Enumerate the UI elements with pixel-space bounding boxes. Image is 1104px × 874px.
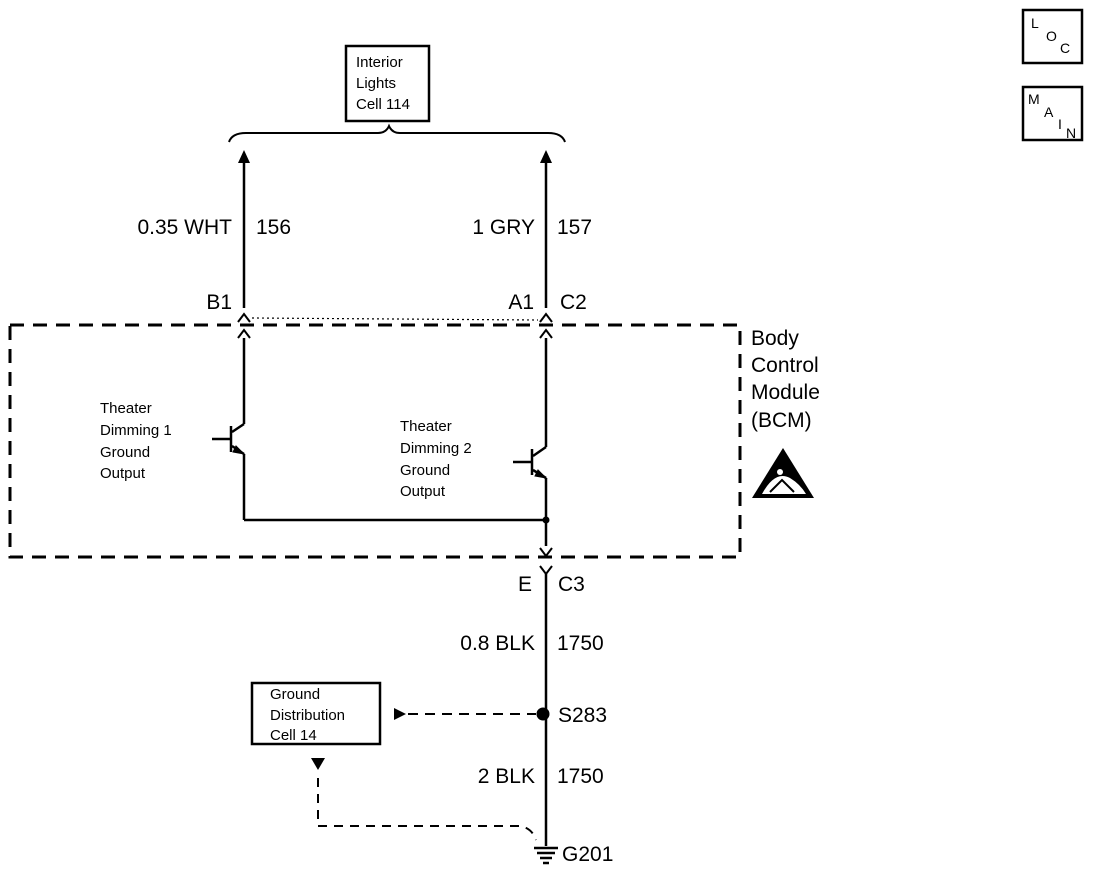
wire-1750b-circuit: 1750 <box>557 765 604 788</box>
bcm-label-line4: (BCM) <box>751 409 812 432</box>
main-letter-m: M <box>1028 91 1040 107</box>
main-letter-a: A <box>1044 104 1054 120</box>
interior-lights-line1: Interior <box>356 54 403 71</box>
t2-label-line3: Ground <box>400 462 450 479</box>
wire-157-circuit: 157 <box>557 216 592 239</box>
arrow-up-icon <box>238 150 250 163</box>
destination-bracket <box>228 123 566 143</box>
t1-label-line3: Ground <box>100 444 150 461</box>
ground-box-line1: Ground <box>270 686 320 703</box>
splice-label: S283 <box>558 704 607 727</box>
transistor-2 <box>513 449 548 479</box>
arrow-right-icon <box>394 708 406 720</box>
loc-letter-c: C <box>1060 40 1070 56</box>
t1-label-line4: Output <box>100 465 146 482</box>
wire-156 <box>238 150 250 308</box>
ground-reference-line <box>317 778 537 841</box>
pin-a1: A1 <box>508 291 534 314</box>
internal-circuit <box>231 338 548 546</box>
wire-1750-gauge: 0.8 BLK <box>460 632 535 655</box>
bcm-boundary <box>8 323 742 559</box>
connector-link <box>251 317 539 321</box>
t2-label-line1: Theater <box>400 418 452 435</box>
wire-1750-circuit: 1750 <box>557 632 604 655</box>
transistor-1 <box>212 426 246 455</box>
ground-label: G201 <box>562 843 613 866</box>
ground-box-line3: Cell 14 <box>270 727 317 744</box>
loc-button[interactable]: L O C <box>1021 8 1084 65</box>
connector-symbol-b1 <box>237 312 251 339</box>
splice-dot <box>536 707 550 721</box>
pin-e: E <box>518 573 532 596</box>
t2-label-line4: Output <box>400 483 446 500</box>
wire-156-circuit: 156 <box>256 216 291 239</box>
connector-symbol-a1 <box>539 312 553 339</box>
loc-letter-o: O <box>1046 28 1057 44</box>
wire-1750b-gauge: 2 BLK <box>478 765 535 788</box>
pin-b1: B1 <box>206 291 232 314</box>
wire-157-gauge: 1 GRY <box>472 216 535 239</box>
bcm-label-line1: Body <box>751 327 799 350</box>
connector-symbol-e <box>539 547 553 576</box>
main-letter-n: N <box>1066 125 1076 141</box>
interior-lights-line3: Cell 114 <box>356 96 410 113</box>
loc-letter-l: L <box>1031 15 1039 31</box>
interior-lights-line2: Lights <box>356 75 396 92</box>
bcm-label-line3: Module <box>751 381 820 404</box>
main-letter-i: I <box>1058 116 1062 132</box>
interior-lights-box: Interior Lights Cell 114 <box>344 44 431 123</box>
connector-c2: C2 <box>560 291 587 314</box>
t1-label-line1: Theater <box>100 400 152 417</box>
wire-156-gauge: 0.35 WHT <box>137 216 232 239</box>
main-button[interactable]: M A I N <box>1021 85 1084 142</box>
connector-c3: C3 <box>558 573 585 596</box>
junction-dot <box>542 516 550 524</box>
t2-label-line2: Dimming 2 <box>400 440 472 457</box>
wire-157 <box>540 150 552 308</box>
ground-icon <box>534 846 558 865</box>
arrow-up-icon <box>540 150 552 163</box>
arrow-down-icon <box>311 758 325 770</box>
ground-distribution-box: Ground Distribution Cell 14 <box>250 681 382 746</box>
bcm-label-line2: Control <box>751 354 819 377</box>
ground-box-line2: Distribution <box>270 707 345 724</box>
t1-label-line2: Dimming 1 <box>100 422 172 439</box>
esd-warning-icon <box>752 448 814 498</box>
